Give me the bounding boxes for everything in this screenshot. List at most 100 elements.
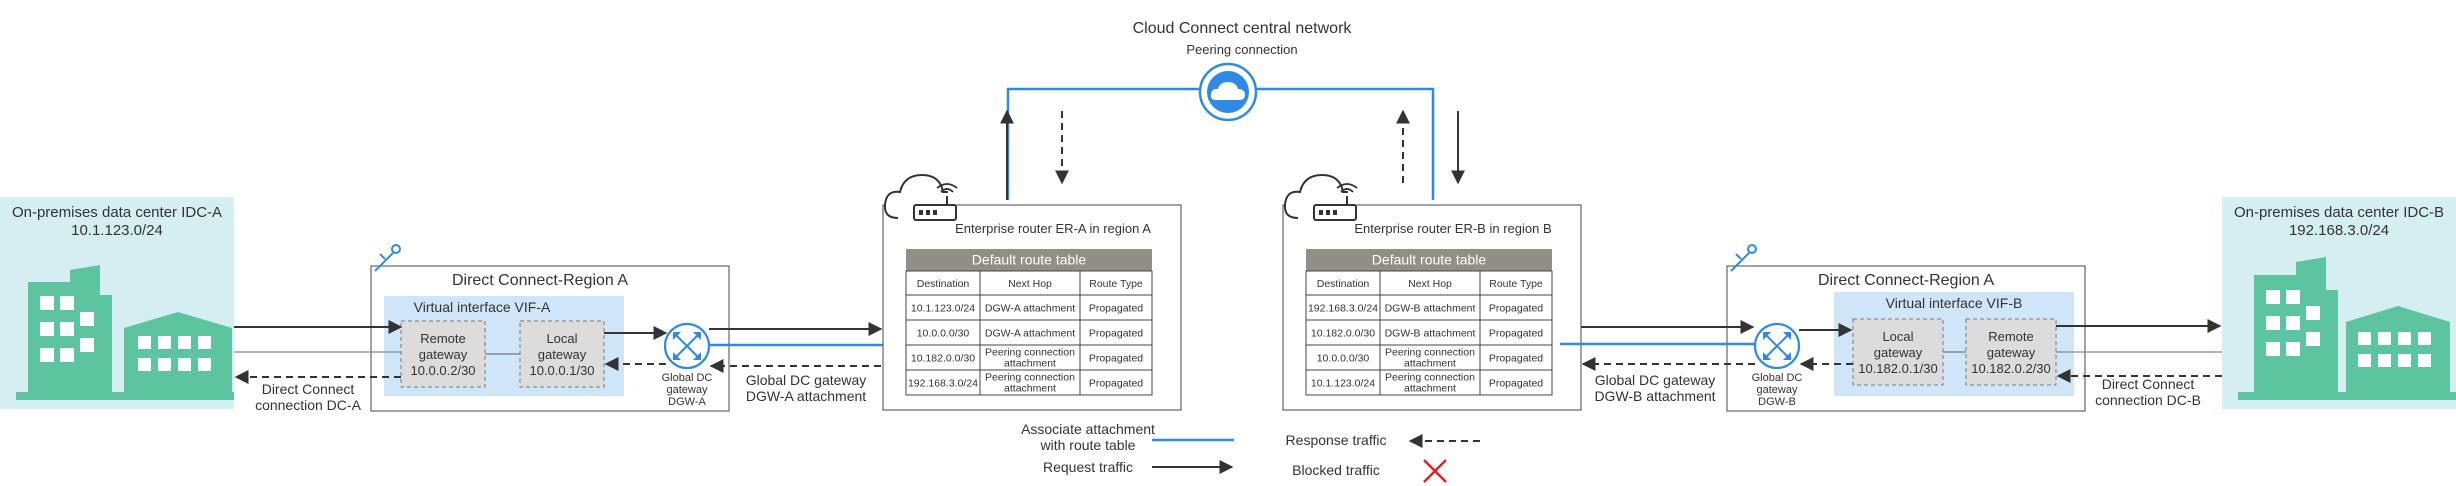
dc-b-connection-line1: Direct Connect	[2102, 376, 2195, 392]
route-table-cell: attachment	[1004, 358, 1056, 370]
dc-b-local-gateway	[1852, 318, 1944, 386]
dgw-b-line2: gateway	[1757, 384, 1798, 396]
legend-associate-line2: with route table	[1040, 437, 1136, 453]
dc-a-remote-line2: gateway	[419, 347, 468, 362]
dc-b-local-line2: gateway	[1874, 345, 1923, 360]
dgw-a-line3: DGW-A	[668, 396, 706, 408]
dc-b-local-line3: 10.182.0.1/30	[1858, 361, 1938, 376]
route-table-cell: 10.1.123.0/24	[1311, 378, 1375, 390]
central-network-title: Cloud Connect central network	[1133, 20, 1353, 37]
route-table-cell: Propagated	[1089, 353, 1143, 365]
route-table-title: Default route table	[972, 252, 1087, 268]
route-table-header-cell: Destination	[917, 278, 970, 290]
route-table-cell: attachment	[1404, 358, 1456, 370]
route-table-cell: 10.1.123.0/24	[911, 303, 975, 315]
dc-a-link-icon	[374, 244, 401, 272]
route-table-cell: 192.168.3.0/24	[1308, 303, 1378, 315]
dgw-a-icon	[663, 322, 711, 370]
dc-b-link-icon	[1730, 244, 1757, 272]
route-table-cell: Peering connection	[985, 372, 1075, 384]
legend-blocked-label: Blocked traffic	[1292, 462, 1380, 478]
vif-a-label: Virtual interface VIF-A	[414, 299, 551, 315]
route-table-cell: DGW-B attachment	[1385, 303, 1476, 315]
route-table-header-cell: Route Type	[1489, 278, 1543, 290]
route-table-header-cell: Route Type	[1089, 278, 1143, 290]
route-table-cell: 10.182.0.0/30	[1311, 328, 1375, 340]
dc-a-connection-line1: Direct Connect	[262, 381, 355, 397]
route-table-cell: 192.168.3.0/24	[908, 378, 978, 390]
legend-request-label: Request traffic	[1043, 459, 1133, 475]
route-table-cell: DGW-B attachment	[1385, 328, 1476, 340]
route-table-cell: 10.0.0.0/30	[1317, 353, 1370, 365]
dc-a-local-line3: 10.0.0.1/30	[529, 363, 594, 378]
route-table-cell: Peering connection	[1385, 347, 1475, 359]
dgw-a-attachment-line1: Global DC gateway	[746, 372, 867, 388]
route-table-cell: Propagated	[1489, 378, 1543, 390]
route-table-cell: Propagated	[1489, 303, 1543, 315]
peering-connection-label: Peering connection	[1186, 42, 1297, 57]
dgw-a-line2: gateway	[667, 384, 708, 396]
dc-a-connection-line2: connection DC-A	[255, 397, 361, 413]
idc-b-name: On-premises data center IDC-B	[2234, 204, 2444, 221]
dc-b-remote-line3: 10.182.0.2/30	[1971, 361, 2051, 376]
dc-b-connection-line2: connection DC-B	[2095, 392, 2201, 408]
route-table-cell: Propagated	[1489, 353, 1543, 365]
idc-a-name: On-premises data center IDC-A	[12, 204, 222, 221]
route-table-cell: attachment	[1404, 383, 1456, 395]
route-table-cell: Propagated	[1489, 328, 1543, 340]
dgw-b-attachment-line1: Global DC gateway	[1595, 372, 1716, 388]
dc-b-remote-line2: gateway	[1987, 345, 2036, 360]
idc-b-building-icon	[2238, 257, 2456, 400]
route-table-cell: DGW-A attachment	[985, 303, 1075, 315]
route-table-frame	[905, 270, 1153, 396]
route-table-cell: 10.0.0.0/30	[917, 328, 970, 340]
route-table-title: Default route table	[1372, 252, 1487, 268]
dgw-a-attachment-line2: DGW-A attachment	[746, 388, 866, 404]
er-b-router-icon	[1283, 173, 1358, 221]
route-table-cell: attachment	[1004, 383, 1056, 395]
idc-a-building-icon	[16, 265, 234, 400]
route-table-frame	[1305, 270, 1553, 396]
dc-a-region-title: Direct Connect-Region A	[452, 272, 628, 289]
route-table-title-bar	[906, 249, 1152, 271]
route-table-header-cell: Destination	[1317, 278, 1370, 290]
dgw-a-line1: Global DC	[662, 372, 713, 384]
dc-a-local-line2: gateway	[538, 347, 587, 362]
dc-a-local-gateway	[519, 320, 605, 388]
route-table-cell: DGW-A attachment	[985, 328, 1075, 340]
dc-a-remote-line1: Remote	[420, 331, 466, 346]
er-a-router-icon	[883, 173, 958, 221]
route-table-cell: Propagated	[1089, 328, 1143, 340]
dc-a-remote-line3: 10.0.0.2/30	[410, 363, 475, 378]
route-table-cell: Peering connection	[1385, 372, 1475, 384]
route-table-cell: Propagated	[1089, 378, 1143, 390]
route-table-title-bar	[1306, 249, 1552, 271]
er-a-name: Enterprise router ER-A in region A	[955, 221, 1151, 236]
dgw-b-attachment-line2: DGW-B attachment	[1594, 388, 1715, 404]
route-table-cell: Peering connection	[985, 347, 1075, 359]
idc-b-cidr: 192.168.3.0/24	[2289, 222, 2389, 239]
legend-associate-line1: Associate attachment	[1021, 421, 1155, 437]
route-table-cell: Propagated	[1089, 303, 1143, 315]
route-table-cell: 10.182.0.0/30	[911, 353, 975, 365]
dc-b-remote-line1: Remote	[1988, 329, 2034, 344]
dgw-b-line3: DGW-B	[1758, 396, 1796, 408]
dc-b-region-title: Direct Connect-Region A	[1818, 272, 1994, 289]
peering-line-b	[1230, 87, 1435, 200]
dgw-b-icon	[1753, 322, 1801, 370]
dc-a-local-line1: Local	[546, 331, 577, 346]
route-table-header-cell: Next Hop	[1408, 278, 1452, 290]
legend-blocked-icon	[1423, 459, 1447, 483]
dc-a-remote-gateway	[400, 320, 486, 388]
dgw-b-line1: Global DC	[1752, 372, 1803, 384]
cloud-connect-icon	[1198, 62, 1258, 122]
peering-line-a	[1006, 87, 1200, 200]
vif-b-label: Virtual interface VIF-B	[1886, 295, 2023, 311]
route-table-header-cell: Next Hop	[1008, 278, 1052, 290]
legend-response-label: Response traffic	[1286, 432, 1387, 448]
er-b-name: Enterprise router ER-B in region B	[1354, 221, 1551, 236]
idc-a-cidr: 10.1.123.0/24	[71, 222, 163, 239]
